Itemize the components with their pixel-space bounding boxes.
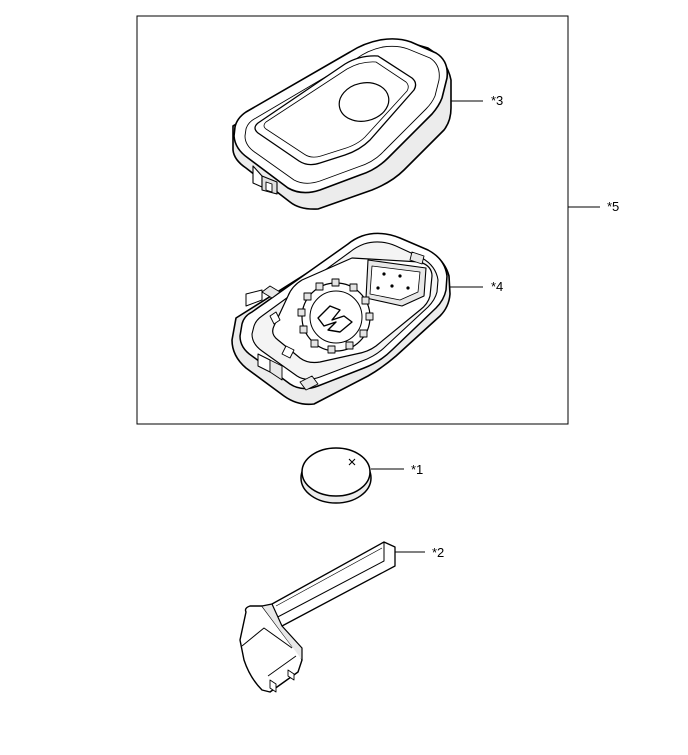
callout-5: *5 bbox=[607, 199, 620, 214]
mechanical-key bbox=[239, 541, 396, 693]
upper-housing-cover bbox=[232, 38, 452, 210]
callout-3: *3 bbox=[491, 93, 504, 108]
coin-battery bbox=[300, 447, 372, 504]
lower-housing-board bbox=[231, 232, 451, 406]
callout-4: *4 bbox=[491, 279, 504, 294]
assembly-box bbox=[136, 15, 569, 425]
callout-1: *1 bbox=[411, 462, 424, 477]
callout-2: *2 bbox=[432, 545, 445, 560]
logo-oval bbox=[338, 82, 390, 122]
